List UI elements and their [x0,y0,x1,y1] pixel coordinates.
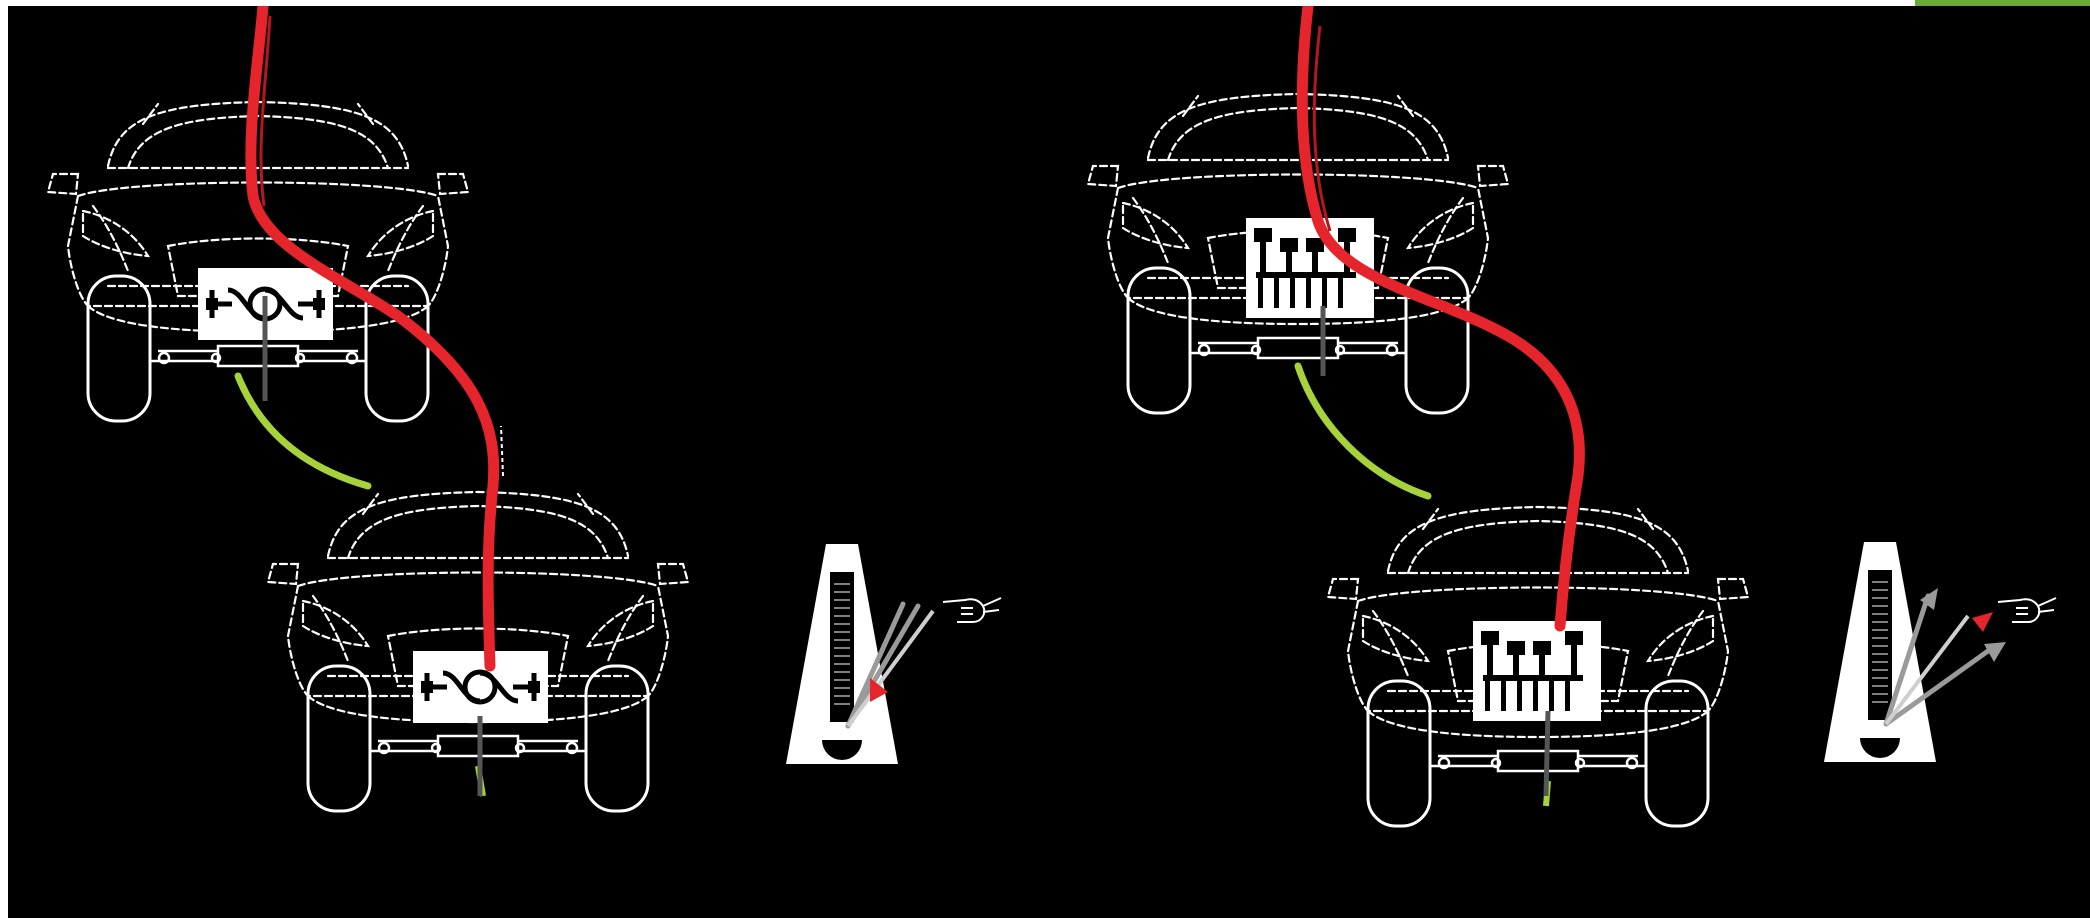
license-plate [1473,621,1601,721]
background [8,6,2090,918]
license-plate [413,651,548,723]
diagram-canvas [8,6,2090,918]
